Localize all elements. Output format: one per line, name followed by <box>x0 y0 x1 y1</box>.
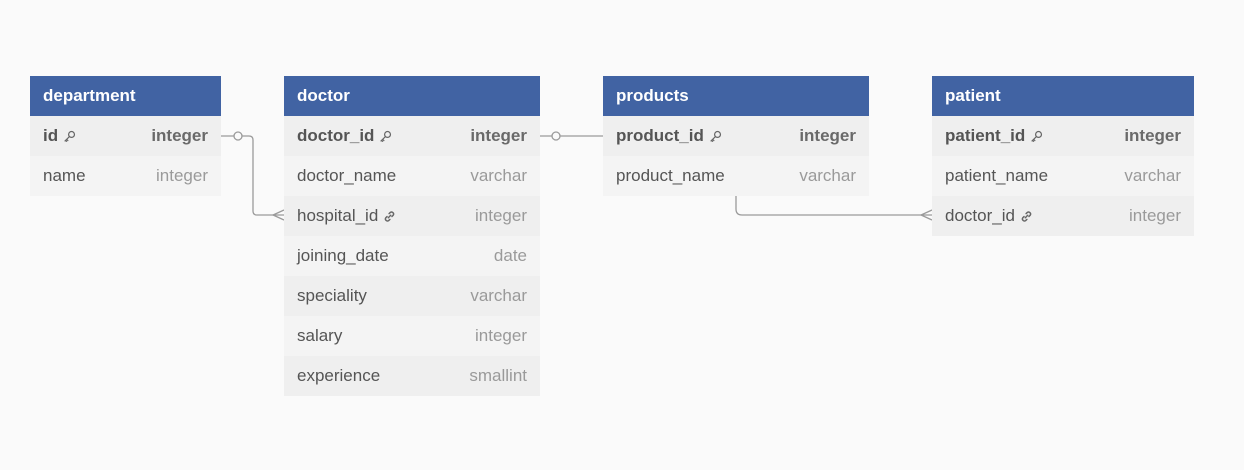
column-name: patient_id <box>945 126 1043 146</box>
column-name-text: id <box>43 126 59 145</box>
key-icon <box>379 130 392 143</box>
column-row[interactable]: product_name varchar <box>603 156 869 196</box>
relation-many-marker-2 <box>919 209 933 221</box>
column-type: integer <box>1129 206 1181 225</box>
key-icon <box>63 130 76 143</box>
column-row[interactable]: patient_id integer <box>932 116 1194 156</box>
column-name-text: joining_date <box>297 246 389 265</box>
column-name: doctor_name <box>297 166 396 186</box>
column-name: joining_date <box>297 246 389 266</box>
column-name-text: doctor_id <box>945 206 1015 225</box>
column-name: product_id <box>616 126 722 146</box>
relation-one-marker-2 <box>551 131 561 141</box>
column-row[interactable]: hospital_id integer <box>284 196 540 236</box>
column-type: integer <box>156 166 208 185</box>
column-row[interactable]: speciality varchar <box>284 276 540 316</box>
key-icon <box>709 130 722 143</box>
column-row[interactable]: experience smallint <box>284 356 540 396</box>
column-name: speciality <box>297 286 367 306</box>
column-name: doctor_id <box>945 206 1033 226</box>
table-header-doctor[interactable]: doctor <box>284 76 540 116</box>
relation-many-marker <box>271 209 285 221</box>
table-header-products[interactable]: products <box>603 76 869 116</box>
column-type: date <box>493 246 527 265</box>
relation-products-patient <box>735 196 932 216</box>
column-name: doctor_id <box>297 126 392 146</box>
column-name-text: product_id <box>616 126 704 145</box>
link-icon <box>1020 210 1033 223</box>
column-name-text: hospital_id <box>297 206 379 225</box>
column-type: integer <box>475 326 527 345</box>
column-name-text: experience <box>297 366 381 385</box>
column-row[interactable]: name integer <box>30 156 221 196</box>
column-name-text: patient_name <box>945 166 1049 185</box>
table-products[interactable]: products product_id integer product_name va… <box>603 76 869 196</box>
relation-department-doctor <box>221 135 284 216</box>
column-name-text: name <box>43 166 86 185</box>
column-name-text: salary <box>297 326 343 345</box>
column-name: product_name <box>616 166 725 186</box>
column-row[interactable]: doctor_id integer <box>284 116 540 156</box>
key-icon <box>1030 130 1043 143</box>
column-name: experience <box>297 366 380 386</box>
column-row[interactable]: doctor_name varchar <box>284 156 540 196</box>
column-type: integer <box>475 206 527 225</box>
column-row[interactable]: joining_date date <box>284 236 540 276</box>
column-type: smallint <box>469 366 527 385</box>
column-name: salary <box>297 326 342 346</box>
column-type: integer <box>1124 126 1181 145</box>
table-department[interactable]: department id integer name integer <box>30 76 221 196</box>
column-row[interactable]: patient_name varchar <box>932 156 1194 196</box>
column-name-text: doctor_name <box>297 166 397 185</box>
relation-one-marker <box>233 131 243 141</box>
column-row[interactable]: product_id integer <box>603 116 869 156</box>
column-type: integer <box>470 126 527 145</box>
table-header-department[interactable]: department <box>30 76 221 116</box>
column-type: varchar <box>799 166 856 185</box>
link-icon <box>383 210 396 223</box>
column-name-text: product_name <box>616 166 725 185</box>
column-name: patient_name <box>945 166 1048 186</box>
column-type: integer <box>151 126 208 145</box>
column-row[interactable]: id integer <box>30 116 221 156</box>
column-name: name <box>43 166 86 186</box>
column-type: varchar <box>470 286 527 305</box>
column-row[interactable]: doctor_id integer <box>932 196 1194 236</box>
column-name: id <box>43 126 76 146</box>
column-type: integer <box>799 126 856 145</box>
column-row[interactable]: salary integer <box>284 316 540 356</box>
column-name-text: speciality <box>297 286 367 305</box>
column-type: varchar <box>470 166 527 185</box>
column-name-text: doctor_id <box>297 126 375 145</box>
column-type: varchar <box>1124 166 1181 185</box>
column-name-text: patient_id <box>945 126 1026 145</box>
column-name: hospital_id <box>297 206 396 226</box>
table-header-patient[interactable]: patient <box>932 76 1194 116</box>
